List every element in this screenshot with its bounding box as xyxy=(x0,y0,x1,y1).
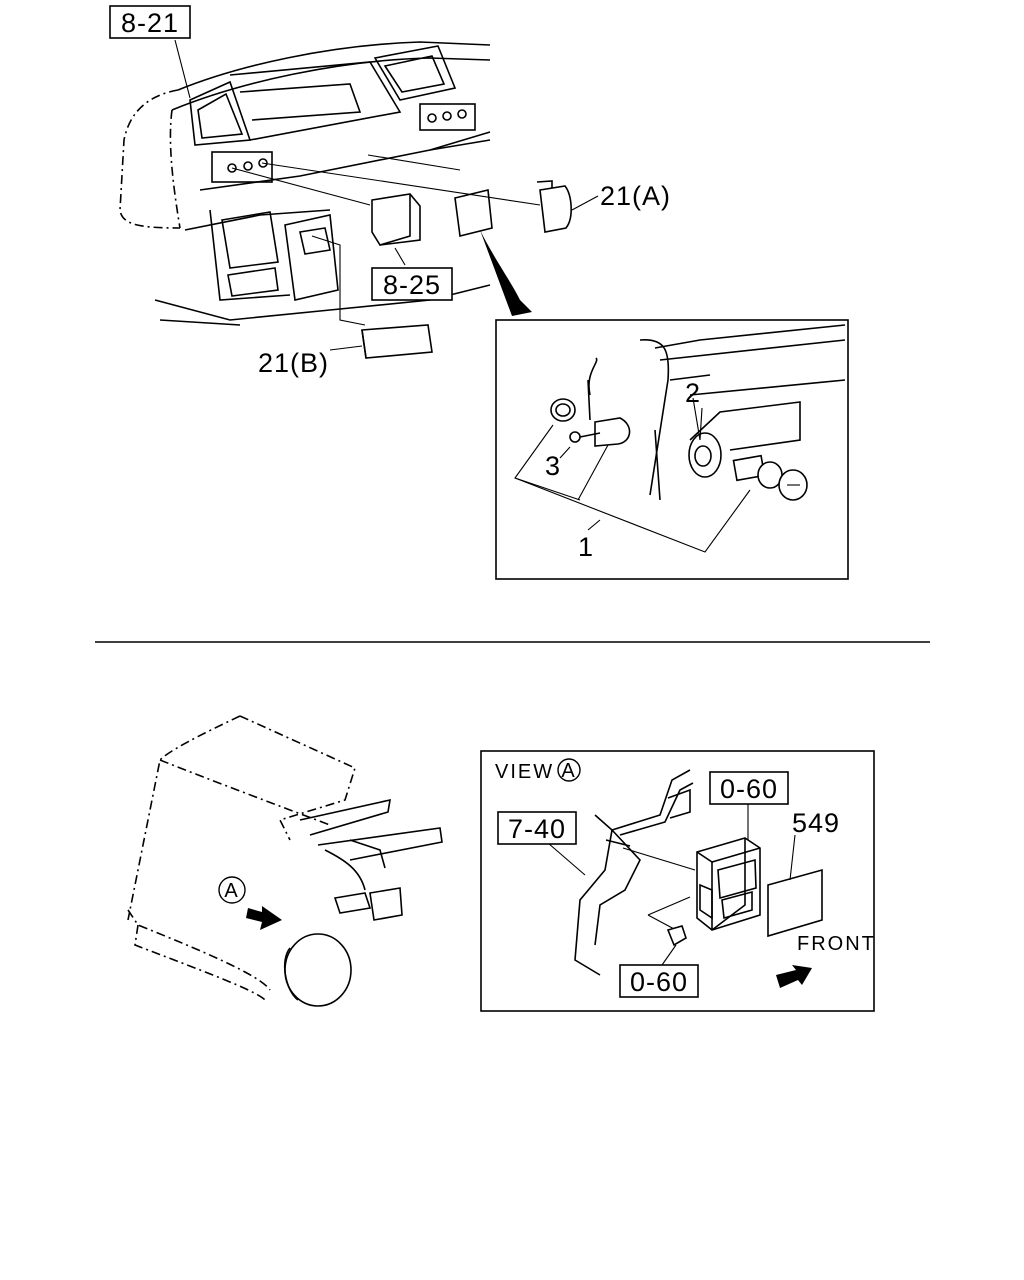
callout-21b: 21(B) xyxy=(258,348,329,378)
ref-0-60-top-label: 0-60 xyxy=(720,774,778,804)
callout-1: 1 xyxy=(578,532,594,562)
callout-2: 2 xyxy=(685,378,701,408)
callout-549: 549 xyxy=(792,808,840,838)
ref-8-25-box: 8-25 xyxy=(371,267,453,301)
view-label: VIEW xyxy=(495,761,554,783)
callout-3: 3 xyxy=(545,451,561,481)
ref-8-21-label: 8-21 xyxy=(121,8,179,38)
detail-frame xyxy=(495,319,849,580)
ref-8-21-box: 8-21 xyxy=(109,5,191,39)
truck-marker-letter: A xyxy=(224,880,239,902)
ref-7-40-label: 7-40 xyxy=(508,814,566,844)
control-unit-drawing xyxy=(547,758,823,988)
ref-8-25-label: 8-25 xyxy=(383,270,441,300)
front-direction-arrow-icon xyxy=(776,965,812,988)
front-label: FRONT xyxy=(797,933,876,955)
lighter-detail-drawing xyxy=(514,324,846,553)
ref-7-40-box: 7-40 xyxy=(497,811,577,845)
view-marker-letter: A xyxy=(561,760,576,782)
callout-21a: 21(A) xyxy=(600,181,671,211)
dashboard-drawing xyxy=(119,39,599,359)
view-direction-arrow-icon xyxy=(246,906,282,930)
ref-0-60-top-box: 0-60 xyxy=(709,771,789,805)
truck-drawing xyxy=(127,715,443,1007)
ref-0-60-bottom-box: 0-60 xyxy=(619,964,699,998)
view-frame xyxy=(480,750,875,1012)
ref-0-60-bottom-label: 0-60 xyxy=(630,967,688,997)
view-a-circle-marker xyxy=(218,876,246,904)
